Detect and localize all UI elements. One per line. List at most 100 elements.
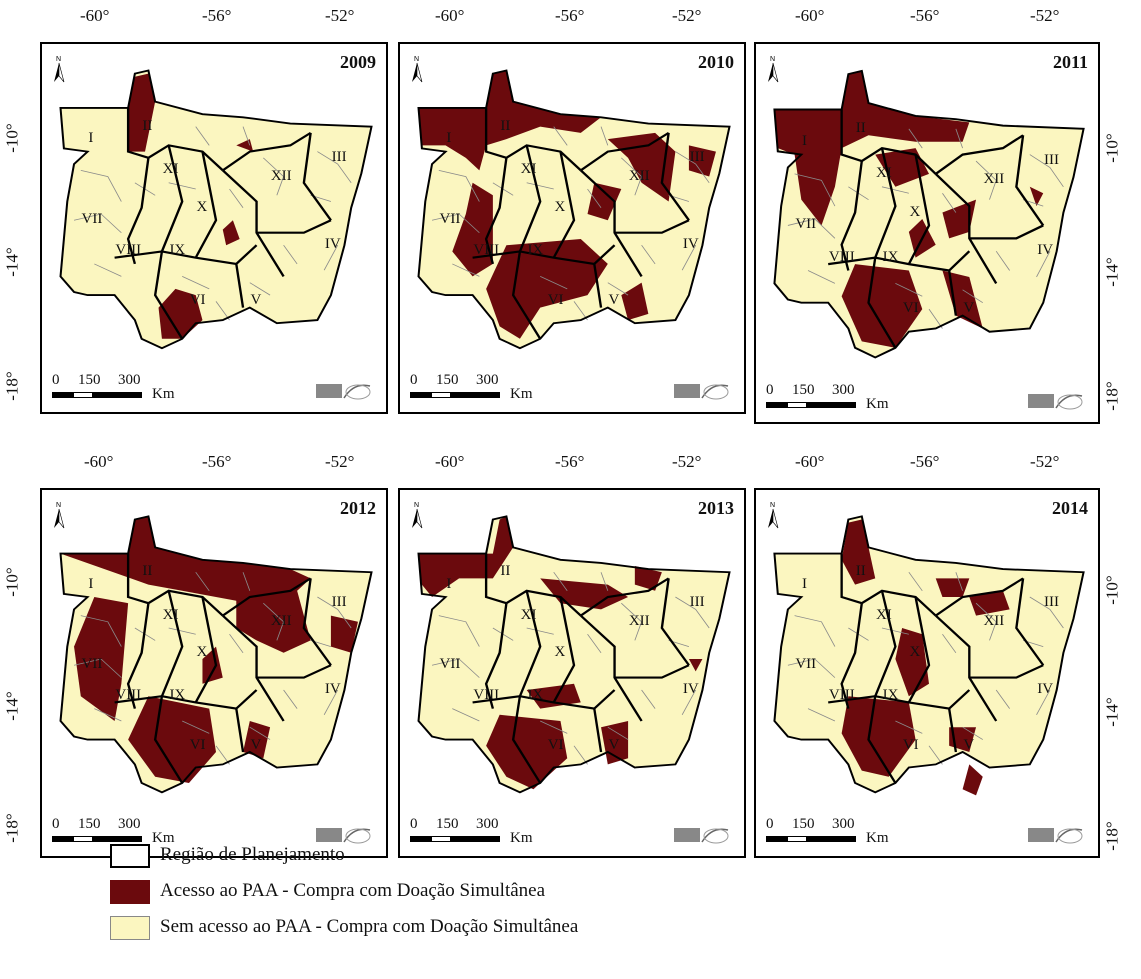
scale-tick: 0 xyxy=(766,382,774,398)
planning-region-border xyxy=(907,154,931,265)
municipality-border xyxy=(323,245,339,271)
region-label: X xyxy=(554,643,566,660)
planning-region-border xyxy=(593,708,603,753)
svg-text:N: N xyxy=(414,56,419,63)
region-label: III xyxy=(689,148,705,165)
lon-label: -56° xyxy=(555,452,585,471)
municipality-border xyxy=(587,188,602,208)
region-label: IV xyxy=(682,681,699,697)
municipality-border xyxy=(526,182,554,190)
lat-label: -14° xyxy=(1102,257,1122,287)
north-arrow-icon: N xyxy=(410,54,424,84)
planning-region-border xyxy=(861,589,937,617)
scale-unit: Km xyxy=(152,830,175,846)
municipality-border xyxy=(881,186,909,194)
municipality-border xyxy=(975,160,997,200)
municipality-border xyxy=(182,276,210,290)
region-label: VIII xyxy=(828,687,855,704)
access-area xyxy=(634,566,662,591)
planning-region-border xyxy=(484,553,507,605)
planning-region-border xyxy=(235,263,245,308)
region-label: VIII xyxy=(473,242,500,259)
state-map xyxy=(417,515,731,794)
lab-geo-logo xyxy=(672,380,732,404)
planning-region-border xyxy=(969,664,1044,679)
region-label: IV xyxy=(682,236,699,253)
region-label: VII xyxy=(795,216,817,233)
scale-tick: 0 xyxy=(766,816,774,832)
municipality-border xyxy=(229,633,244,654)
planning-region-border xyxy=(934,614,998,722)
access-area xyxy=(621,282,649,321)
municipality-border xyxy=(452,708,480,722)
region-label: II xyxy=(855,563,866,580)
state-outline xyxy=(417,515,731,794)
municipality-border xyxy=(600,572,609,591)
svg-text:N: N xyxy=(770,502,775,509)
scale-tick: 0 xyxy=(410,372,418,388)
legend-swatch-outline xyxy=(110,844,150,868)
planning-region-border xyxy=(518,145,542,252)
planning-region-border xyxy=(867,696,897,784)
region-label: I xyxy=(88,130,94,147)
lon-label: -52° xyxy=(325,6,355,25)
municipality-border xyxy=(249,282,271,296)
access-area xyxy=(330,615,358,653)
region-label: X xyxy=(909,203,921,220)
planning-region-border xyxy=(934,173,998,284)
region-label: VI xyxy=(547,292,564,309)
planning-region-border xyxy=(114,689,258,710)
panel-year: 2011 xyxy=(1052,52,1088,72)
state-outline xyxy=(59,515,373,794)
region-label: III xyxy=(689,594,705,611)
municipality-border xyxy=(607,282,629,296)
access-area xyxy=(587,182,622,221)
municipality-border xyxy=(263,157,285,196)
access-area xyxy=(202,646,223,684)
planning-region-border xyxy=(511,696,542,784)
municipality-border xyxy=(962,726,983,740)
lat-label: -10° xyxy=(2,567,22,597)
planning-region-border xyxy=(153,696,184,784)
region-label: III xyxy=(331,148,347,165)
lab-geo-logo xyxy=(314,380,374,404)
municipality-border xyxy=(600,126,609,146)
legend-label: Região de Planejamento xyxy=(160,844,345,865)
legend-label: Acesso ao PAA - Compra com Doação Simult… xyxy=(160,880,546,901)
municipality-border xyxy=(431,658,480,678)
planning-region-border xyxy=(256,664,332,679)
municipality-border xyxy=(794,173,836,207)
scale-bar-graphic xyxy=(766,402,856,408)
region-label: XI xyxy=(875,606,892,623)
municipality-border xyxy=(975,602,997,641)
municipality-border xyxy=(675,596,710,629)
region-label: VIII xyxy=(828,248,855,265)
municipality-border xyxy=(263,602,285,641)
region-label: V xyxy=(608,736,620,753)
lon-label: -56° xyxy=(910,6,940,25)
region-label: VII xyxy=(439,211,461,228)
planning-region-border xyxy=(126,107,149,159)
planning-region-border xyxy=(579,169,643,277)
municipality-border xyxy=(908,571,923,592)
region-label: II xyxy=(500,117,511,134)
scale-bar-graphic xyxy=(410,836,500,842)
lab-geo-logo xyxy=(672,824,732,848)
municipality-border xyxy=(681,689,697,715)
region-label: IV xyxy=(1037,242,1054,259)
region-label: IV xyxy=(1037,681,1054,697)
planning-region-border xyxy=(222,131,312,172)
region-label: IX xyxy=(882,687,899,704)
municipality-border xyxy=(621,602,643,641)
access-area xyxy=(236,590,311,653)
planning-region-border xyxy=(580,577,670,617)
scale-tick: 0 xyxy=(52,372,60,388)
lon-label: -56° xyxy=(202,452,232,471)
planning-region-border xyxy=(867,257,897,349)
state-outline xyxy=(59,69,373,350)
scale-bar-graphic xyxy=(410,392,500,398)
municipality-border xyxy=(452,263,480,277)
